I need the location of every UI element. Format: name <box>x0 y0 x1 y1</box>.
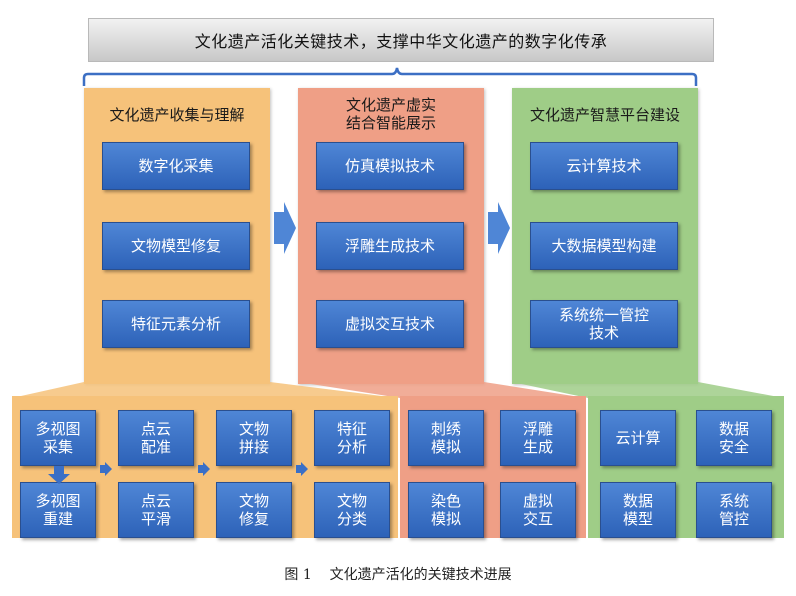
panel-display: 文化遗产虚实 结合智能展示 仿真模拟技术 浮雕生成技术 虚拟交互技术 <box>298 88 484 384</box>
down-arrow-icon <box>48 466 70 484</box>
box-pointcloud-registration[interactable]: 点云 配准 <box>118 410 194 466</box>
box-label: 管控 <box>718 510 749 528</box>
box-feature-analysis[interactable]: 特征 分析 <box>314 410 390 466</box>
box-label: 模型 <box>622 510 653 528</box>
box-label: 云计算 <box>615 429 661 447</box>
box-label: 数据 <box>622 492 653 510</box>
panel-title-line: 文化遗产虚实 <box>345 96 436 114</box>
right-arrow-icon <box>274 202 296 254</box>
box-label: 修复 <box>238 510 269 528</box>
right-arrow-icon <box>488 202 510 254</box>
box-label: 重建 <box>42 510 73 528</box>
btn-unified-control[interactable]: 系统统一管控 技术 <box>530 300 678 348</box>
box-label: 安全 <box>718 438 749 456</box>
box-cloud-computing[interactable]: 云计算 <box>600 410 676 466</box>
panel-display-title: 文化遗产虚实 结合智能展示 <box>298 96 484 132</box>
box-label: 文物 <box>238 420 269 438</box>
box-label: 虚拟 <box>522 492 553 510</box>
small-right-arrow-icon <box>296 462 308 476</box>
box-label: 分类 <box>336 510 367 528</box>
btn-label: 系统统一管控 <box>558 306 649 324</box>
box-label: 分析 <box>336 438 367 456</box>
panel-platform: 文化遗产智慧平台建设 云计算技术 大数据模型构建 系统统一管控 技术 <box>512 88 698 384</box>
panel-title-line: 文化遗产收集与理解 <box>109 106 245 124</box>
box-label: 浮雕 <box>522 420 553 438</box>
btn-label: 文物模型修复 <box>130 237 221 255</box>
small-right-arrow-icon <box>198 462 210 476</box>
panel-connectors <box>12 382 784 398</box>
box-multiview-capture[interactable]: 多视图 采集 <box>20 410 96 466</box>
box-label: 多视图 <box>35 420 81 438</box>
box-relief-generation[interactable]: 浮雕 生成 <box>500 410 576 466</box>
box-label: 拼接 <box>238 438 269 456</box>
box-artifact-classification[interactable]: 文物 分类 <box>314 482 390 538</box>
lower-panel-platform: 云计算 数据 安全 数据 模型 系统 管控 <box>588 396 784 538</box>
btn-feature-analysis[interactable]: 特征元素分析 <box>102 300 250 348</box>
box-label: 模拟 <box>430 510 461 528</box>
panel-collection-title: 文化遗产收集与理解 <box>84 106 270 124</box>
btn-model-repair[interactable]: 文物模型修复 <box>102 222 250 270</box>
box-label: 配准 <box>140 438 171 456</box>
btn-label: 虚拟交互技术 <box>344 315 435 333</box>
btn-virtual-interaction[interactable]: 虚拟交互技术 <box>316 300 464 348</box>
panel-title-line: 文化遗产智慧平台建设 <box>529 106 680 124</box>
box-virtual-interaction[interactable]: 虚拟 交互 <box>500 482 576 538</box>
box-label: 点云 <box>140 492 171 510</box>
btn-label: 特征元素分析 <box>130 315 221 333</box>
box-system-control[interactable]: 系统 管控 <box>696 482 772 538</box>
btn-big-data-model[interactable]: 大数据模型构建 <box>530 222 678 270</box>
box-label: 染色 <box>430 492 461 510</box>
lower-panel-collection: 多视图 采集 点云 配准 文物 拼接 特征 分析 多视图 重建 点云 平滑 文物… <box>12 396 398 538</box>
btn-simulation[interactable]: 仿真模拟技术 <box>316 142 464 190</box>
box-label: 模拟 <box>430 438 461 456</box>
top-banner: 文化遗产活化关键技术，支撑中华文化遗产的数字化传承 <box>88 18 714 62</box>
panel-collection: 文化遗产收集与理解 数字化采集 文物模型修复 特征元素分析 <box>84 88 270 384</box>
btn-digital-capture[interactable]: 数字化采集 <box>102 142 250 190</box>
box-data-security[interactable]: 数据 安全 <box>696 410 772 466</box>
box-label: 数据 <box>718 420 749 438</box>
box-label: 采集 <box>42 438 73 456</box>
box-label: 生成 <box>522 438 553 456</box>
box-label: 系统 <box>718 492 749 510</box>
btn-label: 仿真模拟技术 <box>344 157 435 175</box>
lower-panel-display: 刺绣 模拟 浮雕 生成 染色 模拟 虚拟 交互 <box>400 396 586 538</box>
box-embroidery-simulation[interactable]: 刺绣 模拟 <box>408 410 484 466</box>
small-right-arrow-icon <box>100 462 112 476</box>
box-label: 文物 <box>238 492 269 510</box>
box-pointcloud-smoothing[interactable]: 点云 平滑 <box>118 482 194 538</box>
figure-caption: 图 1 文化遗产活化的关键技术进展 <box>284 567 512 583</box>
box-multiview-reconstruction[interactable]: 多视图 重建 <box>20 482 96 538</box>
box-dyeing-simulation[interactable]: 染色 模拟 <box>408 482 484 538</box>
box-label: 点云 <box>140 420 171 438</box>
btn-label: 云计算技术 <box>566 157 642 175</box>
box-artifact-stitching[interactable]: 文物 拼接 <box>216 410 292 466</box>
box-data-model[interactable]: 数据 模型 <box>600 482 676 538</box>
box-label: 交互 <box>522 510 553 528</box>
panel-platform-title: 文化遗产智慧平台建设 <box>512 106 698 124</box>
btn-cloud-computing[interactable]: 云计算技术 <box>530 142 678 190</box>
btn-label: 浮雕生成技术 <box>344 237 435 255</box>
box-label: 特征 <box>336 420 367 438</box>
box-label: 多视图 <box>35 492 81 510</box>
panel-title-line: 结合智能展示 <box>345 114 436 132</box>
btn-label: 技术 <box>588 324 619 342</box>
btn-label: 大数据模型构建 <box>551 237 657 255</box>
btn-relief-generation[interactable]: 浮雕生成技术 <box>316 222 464 270</box>
box-label: 平滑 <box>140 510 171 528</box>
box-artifact-repair[interactable]: 文物 修复 <box>216 482 292 538</box>
box-label: 文物 <box>336 492 367 510</box>
btn-label: 数字化采集 <box>138 157 214 175</box>
box-label: 刺绣 <box>430 420 461 438</box>
